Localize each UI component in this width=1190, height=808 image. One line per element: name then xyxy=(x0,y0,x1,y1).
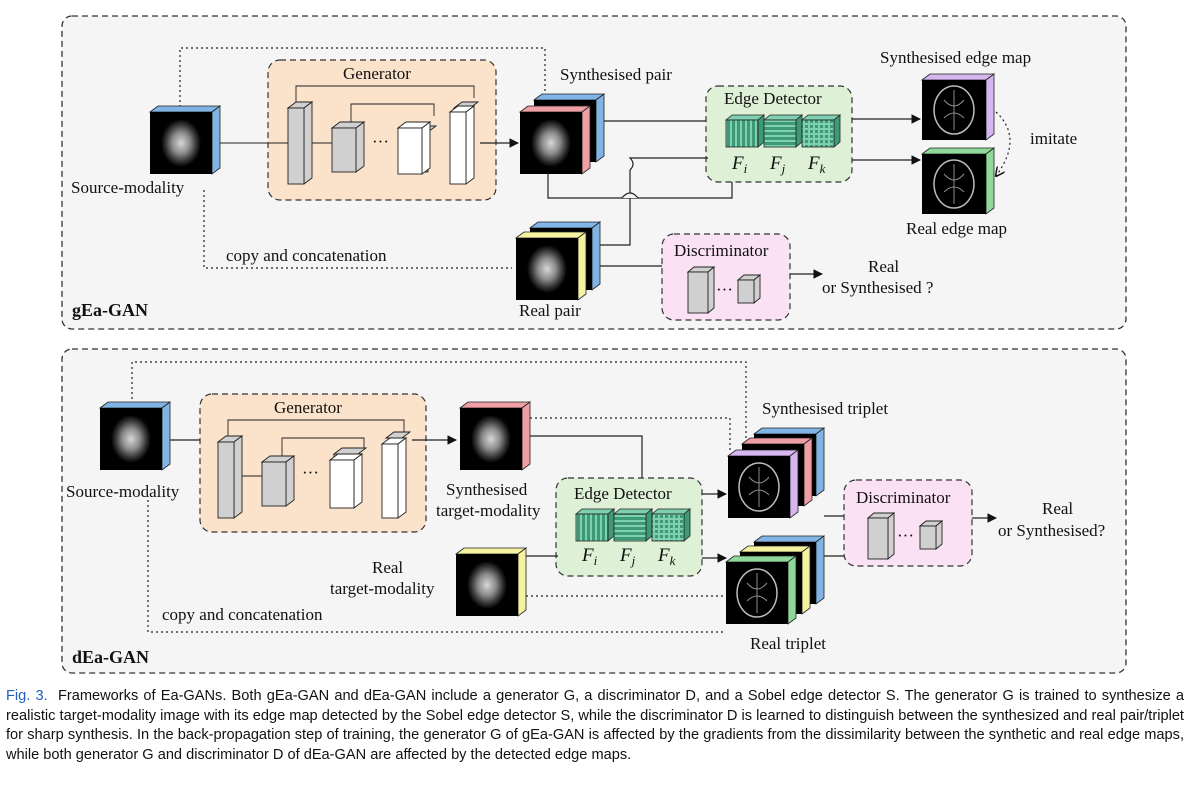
svg-text:Fj: Fj xyxy=(769,153,786,176)
svg-text:Fi: Fi xyxy=(731,153,748,176)
dea-filter-fi: F xyxy=(581,545,594,566)
gea-filter-fk: F xyxy=(807,153,820,174)
gea-discriminator-ellipsis: ··· xyxy=(716,280,733,299)
gea-real-edge-image xyxy=(920,147,996,215)
gea-source-label: Source-modality xyxy=(71,178,185,197)
gea-real-edge-label: Real edge map xyxy=(906,219,1007,238)
dea-output-line1: Real xyxy=(1042,499,1073,518)
dea-source-label: Source-modality xyxy=(66,482,180,501)
gea-edge-detector-title: Edge Detector xyxy=(724,89,822,108)
gea-generator-ellipsis: ··· xyxy=(372,132,389,151)
gea-filter-fi: F xyxy=(731,153,744,174)
dea-synth-target-image xyxy=(458,401,532,471)
gea-real-pair-image xyxy=(514,221,602,301)
dea-generator-box xyxy=(199,393,427,533)
dea-filter-fj: F xyxy=(619,545,632,566)
caption-text: Frameworks of Ea-GANs. Both gEa-GAN and … xyxy=(6,688,1184,763)
gea-discriminator-title: Discriminator xyxy=(674,241,769,260)
gea-synth-edge-label: Synthesised edge map xyxy=(880,48,1031,67)
dea-synth-triplet-label: Synthesised triplet xyxy=(762,399,888,418)
dea-output-line2: or Synthesised? xyxy=(998,521,1105,540)
gea-panel-label: gEa-GAN xyxy=(72,300,148,320)
dea-sobel-filters xyxy=(574,508,692,542)
gea-synth-edge-image xyxy=(920,73,996,141)
gea-discriminator-layers xyxy=(686,266,762,314)
dea-generator-title: Generator xyxy=(274,398,342,417)
gea-generator-title: Generator xyxy=(343,64,411,83)
svg-text:Fi: Fi xyxy=(581,545,598,568)
gea-generator-box xyxy=(267,59,497,201)
gea-output-line2: or Synthesised ? xyxy=(822,278,933,297)
dea-discriminator-title: Discriminator xyxy=(856,488,951,507)
dea-edge-detector-title: Edge Detector xyxy=(574,484,672,503)
svg-text:Fj: Fj xyxy=(619,545,636,568)
dea-synth-triplet-image xyxy=(726,427,826,519)
dea-copy-concat-label: copy and concatenation xyxy=(162,605,323,624)
gea-output-line1: Real xyxy=(868,257,899,276)
dea-real-triplet-image xyxy=(724,535,826,625)
svg-text:Fk: Fk xyxy=(657,545,676,568)
dea-generator-layers xyxy=(216,419,412,519)
dea-real-target-line1: Real xyxy=(372,558,403,577)
gea-copy-concat-label: copy and concatenation xyxy=(226,246,387,265)
figure-caption: Fig. 3. Frameworks of Ea-GANs. Both gEa-… xyxy=(6,687,1184,765)
dea-synth-target-line1: Synthesised xyxy=(446,480,528,499)
gea-source-image xyxy=(148,105,222,175)
svg-text:Fk: Fk xyxy=(807,153,826,176)
dea-real-triplet-label: Real triplet xyxy=(750,634,826,653)
dea-generator-ellipsis: ··· xyxy=(302,463,319,482)
gea-synth-pair-label: Synthesised pair xyxy=(560,65,672,84)
gea-sobel-filters xyxy=(724,114,842,148)
dea-panel-label: dEa-GAN xyxy=(72,647,149,667)
gea-real-pair-label: Real pair xyxy=(519,301,581,320)
dea-source-image xyxy=(98,401,172,471)
figure-diagram: gEa-GAN Source-modality Generator xyxy=(61,15,1127,674)
dea-filter-fk: F xyxy=(657,545,670,566)
gea-synth-pair-image xyxy=(518,93,606,175)
dea-real-target-image xyxy=(454,547,528,617)
gea-imitate-label: imitate xyxy=(1030,129,1077,148)
gea-filter-fj: F xyxy=(769,153,782,174)
gea-generator-layers xyxy=(220,85,480,185)
dea-discriminator-ellipsis: ··· xyxy=(897,526,914,545)
dea-real-target-line2: target-modality xyxy=(330,579,435,598)
dea-synth-target-line2: target-modality xyxy=(436,501,541,520)
caption-figno: Fig. 3. xyxy=(6,688,48,704)
dea-discriminator-layers xyxy=(866,512,944,560)
